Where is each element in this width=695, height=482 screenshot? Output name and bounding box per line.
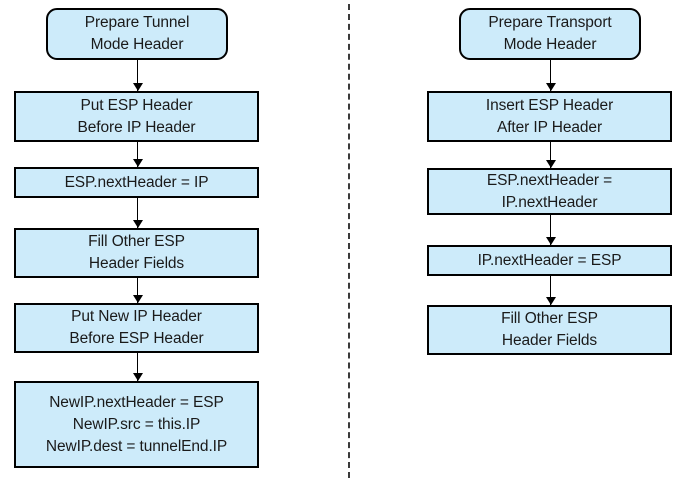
edge-shaft — [137, 278, 138, 303]
arrowhead-down-icon — [545, 237, 556, 245]
node-fill-other-esp-header-fields-tunnel[interactable]: Fill Other ESP Header Fields — [14, 228, 259, 278]
arrowhead-down-icon — [132, 83, 143, 91]
edge-shaft — [550, 142, 551, 168]
edge-shaft — [137, 353, 138, 381]
edge-shaft — [550, 60, 551, 91]
node-ip-nextheader-equals-esp[interactable]: IP.nextHeader = ESP — [427, 245, 672, 276]
edge-shaft — [550, 276, 551, 305]
edge-shaft — [137, 198, 138, 228]
node-put-new-ip-header-before-esp-header[interactable]: Put New IP Header Before ESP Header — [14, 303, 259, 353]
arrowhead-down-icon — [545, 83, 556, 91]
node-esp-nextheader-equals-ip-nextheader[interactable]: ESP.nextHeader = IP.nextHeader — [427, 168, 672, 215]
arrowhead-down-icon — [132, 220, 143, 228]
node-prepare-transport-mode-header[interactable]: Prepare Transport Mode Header — [459, 8, 641, 60]
edge-shaft — [137, 60, 138, 91]
arrowhead-down-icon — [132, 295, 143, 303]
arrowhead-down-icon — [545, 160, 556, 168]
node-fill-other-esp-header-fields-transport[interactable]: Fill Other ESP Header Fields — [427, 305, 672, 355]
node-prepare-tunnel-mode-header[interactable]: Prepare Tunnel Mode Header — [46, 8, 228, 60]
node-esp-nextheader-equals-ip[interactable]: ESP.nextHeader = IP — [14, 167, 259, 198]
edge-shaft — [550, 215, 551, 245]
node-put-esp-header-before-ip-header[interactable]: Put ESP Header Before IP Header — [14, 91, 259, 142]
arrowhead-down-icon — [545, 297, 556, 305]
edge-shaft — [137, 142, 138, 167]
node-newip-assignments[interactable]: NewIP.nextHeader = ESP NewIP.src = this.… — [14, 381, 259, 468]
arrowhead-down-icon — [132, 159, 143, 167]
arrowhead-down-icon — [132, 373, 143, 381]
node-insert-esp-header-after-ip-header[interactable]: Insert ESP Header After IP Header — [427, 91, 672, 142]
vertical-dashed-separator — [348, 4, 350, 478]
